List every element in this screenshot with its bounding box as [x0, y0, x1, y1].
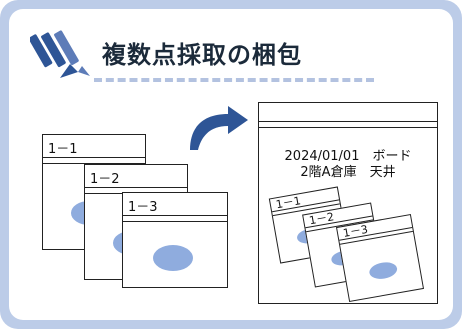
bag-label: 1－3: [342, 222, 369, 240]
arrow-icon: [190, 106, 248, 150]
bag-label: 1－1: [274, 194, 302, 212]
sample-bag-3: 1－3: [122, 192, 228, 288]
bag-label: 1－3: [128, 200, 158, 215]
outer-bag-line2: 2階A倉庫 天井: [300, 165, 396, 180]
bag-label: 1－2: [90, 172, 120, 187]
sample-oval: [153, 245, 193, 271]
outer-bag-line1: 2024/01/01 ボード: [284, 149, 412, 164]
page-title: 複数点採取の梱包: [102, 41, 302, 69]
title-underline: [94, 78, 374, 82]
bag-label: 1－2: [308, 210, 336, 228]
sample-oval: [368, 260, 399, 281]
inner-bag-3: 1－3: [335, 213, 425, 303]
pencil-icon: [30, 30, 90, 78]
bag-label: 1－1: [48, 142, 78, 157]
